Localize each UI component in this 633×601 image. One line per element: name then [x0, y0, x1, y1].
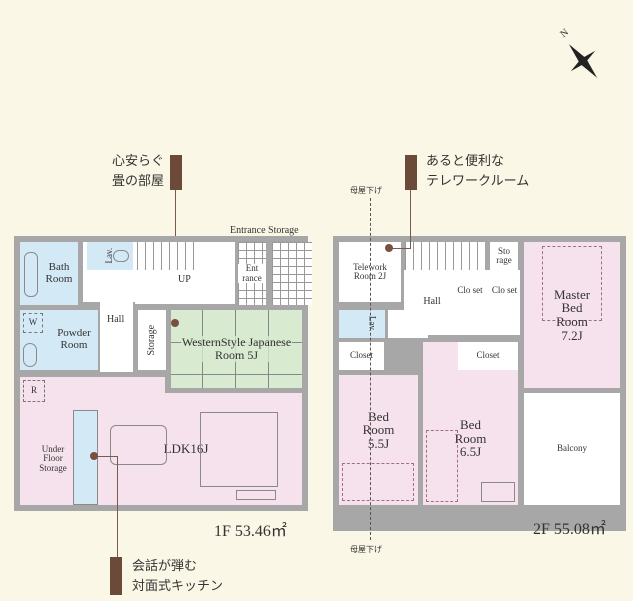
room-label: Closet [476, 350, 500, 361]
hall-2f-left [388, 310, 428, 338]
stairs-up-label: UP [178, 274, 191, 285]
dining-table [110, 425, 167, 465]
room-label: Bed Room 5.5J [362, 408, 395, 451]
washer-icon: W [23, 313, 43, 333]
porch[interactable] [272, 242, 312, 305]
floor-2-area-label: 2F 55.08㎡ [533, 521, 606, 538]
room-bath: Bath Room [20, 242, 78, 305]
callout-line2: テレワークルーム [426, 174, 530, 189]
callout-leader [96, 456, 117, 457]
entrance-storage-label: Entrance Storage [230, 225, 299, 236]
room-label: Master Bed Room 7.2J [553, 286, 591, 343]
callout-dot [90, 452, 98, 460]
room-label: Clo set [457, 285, 483, 296]
hall-label: Hall [107, 314, 125, 325]
room-storage: Sto rage [490, 242, 518, 270]
callout-tatami: 心安らぐ 畳の部屋 [100, 152, 164, 192]
callout-leader [410, 190, 411, 248]
room-label: Bath Room [45, 260, 73, 285]
room-bed-1: Bed Room 5.5J [339, 375, 418, 505]
tv-stand [236, 490, 276, 500]
room-label: Hall [423, 296, 441, 308]
room-label: Lav. [367, 316, 378, 332]
callout-dot [385, 244, 393, 252]
sofa [200, 412, 278, 487]
callout-marker [170, 155, 182, 190]
floor-1-area-label: 1F 53.46㎡ [214, 523, 287, 540]
sink-icon [23, 343, 37, 367]
hatch-label: R [30, 385, 37, 396]
room-label: Ent rance [238, 263, 266, 283]
under-floor-storage: Under Floor Storage [34, 444, 72, 473]
balcony: Balcony [524, 393, 620, 505]
callout-leader [117, 456, 118, 557]
callout-line2: 対面式キッチン [132, 579, 224, 594]
eave-line [370, 198, 371, 540]
toilet-icon [113, 250, 129, 262]
callout-dot [171, 319, 179, 327]
room-label: Sto rage [496, 245, 512, 265]
room-label: WesternStyle Japanese Room 5J [181, 335, 292, 362]
callout-line1: 心安らぐ [111, 154, 164, 169]
room-entrance-storage [204, 242, 234, 257]
closet: Clo set [491, 277, 518, 305]
room-label: Closet [349, 350, 373, 361]
room-label: Telework Room 2J [353, 261, 387, 281]
callout-kitchen: 会話が弾む 対面式キッチン [132, 557, 223, 597]
room-label: Bed Room 6.5J [454, 417, 487, 460]
room-label: Balcony [557, 443, 587, 454]
stairs [405, 242, 485, 270]
closet: Closet [339, 342, 384, 370]
stairs [137, 242, 199, 270]
room-japanese: WesternStyle Japanese Room 5J [171, 310, 302, 388]
callout-telework: あると便利な テレワークルーム [426, 152, 529, 192]
room-powder: W Powder Room [20, 310, 98, 370]
compass: N [555, 27, 610, 83]
closet: Closet [458, 342, 518, 370]
callout-marker [405, 155, 417, 190]
room-label: LDK16J [163, 441, 209, 457]
eave-label-top: 母屋下げ [350, 186, 382, 195]
callout-marker [110, 557, 122, 595]
room-label: Powder Room [57, 327, 91, 351]
storage-hatch-icon: R [23, 380, 45, 402]
room-label: Clo set [491, 285, 518, 296]
callout-line2: 畳の部屋 [111, 174, 164, 189]
room-label: Under Floor Storage [39, 444, 67, 473]
room-master-bed: Master Bed Room 7.2J [524, 242, 620, 388]
callout-line1: あると便利な [426, 154, 505, 169]
bed-icon [426, 430, 458, 502]
washer-label: W [28, 317, 38, 328]
eave-label-bottom: 母屋下げ [350, 545, 382, 554]
room-entrance: Ent rance [238, 242, 266, 305]
hall-lower [100, 300, 133, 372]
room-toilet-lav: Lav. [87, 242, 133, 270]
desk-icon [481, 482, 515, 502]
compass-star-icon [568, 44, 598, 78]
callout-leader [391, 248, 411, 249]
bed-icon [342, 463, 414, 501]
closet: Clo set [456, 277, 484, 305]
callout-line1: 会話が弾む [132, 559, 198, 574]
bed-icon [542, 246, 602, 321]
room-toilet-lav: Lav. [339, 310, 385, 338]
room-label: Storage [145, 324, 157, 356]
room-storage: Storage [138, 310, 166, 370]
